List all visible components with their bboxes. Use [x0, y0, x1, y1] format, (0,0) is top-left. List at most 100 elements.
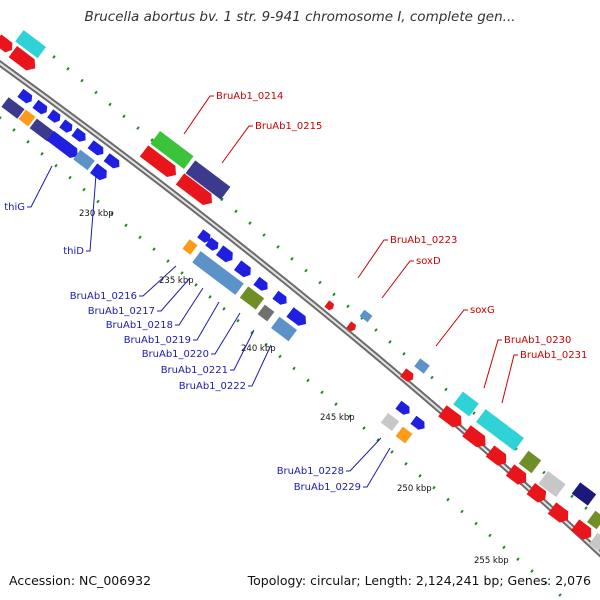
scale-tick-dot	[390, 450, 394, 454]
scale-tick-dot	[418, 474, 422, 478]
scale-tick-dot	[26, 140, 30, 144]
scale-tick-dot	[220, 197, 224, 202]
scale-tick-dot	[376, 438, 380, 442]
scale-tick-dot	[348, 414, 352, 418]
scale-tick-dot	[82, 187, 86, 192]
scale-tick-dot	[320, 390, 324, 395]
scale-tick-dot	[570, 494, 574, 499]
label-leader-lines	[27, 95, 518, 488]
scale-tick-dot	[542, 470, 546, 475]
scale-tick-dot	[12, 128, 16, 132]
accession-text: Accession: NC_006932	[9, 573, 152, 588]
scale-tick-dot	[94, 90, 98, 95]
scale-tick-dot	[404, 462, 408, 466]
scale-tick-dot	[194, 283, 198, 287]
gene-label-thiD: thiD	[63, 246, 84, 257]
gene-label-0230: BruAb1_0230	[504, 335, 571, 346]
scale-tick-dot	[374, 328, 378, 332]
scale-tick-dot	[474, 521, 478, 526]
chromosome-backbone-highlight	[0, 62, 600, 555]
scale-tick-dot	[66, 67, 70, 71]
scale-tick-dot	[68, 175, 72, 180]
scale-tick-dot	[166, 259, 170, 263]
scale-tick-dot	[402, 352, 406, 356]
scale-tick-dot	[136, 126, 140, 130]
scale-tick-dot	[54, 163, 58, 168]
scale-tick-dot	[208, 295, 212, 299]
gene-label-0223: BruAb1_0223	[390, 235, 457, 246]
scale-label-230: 230 kbp	[79, 209, 114, 219]
scale-tick-dot	[40, 152, 44, 156]
scale-tick-dot	[432, 485, 436, 490]
gene-label-0228: BruAb1_0228	[277, 466, 344, 477]
scale-tick-dot	[460, 509, 464, 514]
gene-label-0221: BruAb1_0221	[161, 365, 228, 376]
scale-tick-dot	[110, 211, 114, 216]
scale-label-245: 245 kbp	[320, 413, 355, 423]
scale-tick-dot	[530, 569, 534, 573]
scale-tick-dot	[332, 292, 336, 297]
scale-tick-dot	[488, 533, 492, 538]
map-title: Brucella abortus bv. 1 str. 9-941 chromo…	[84, 9, 516, 25]
scale-tick-dot	[264, 342, 268, 347]
gene-label-0217: BruAb1_0217	[88, 306, 155, 317]
scale-tick-dot	[584, 506, 588, 510]
scale-tick-dot	[152, 247, 156, 251]
scale-label-235: 235 kbp	[159, 276, 194, 286]
scale-tick-dot	[290, 257, 294, 261]
scale-tick-dot	[558, 593, 562, 597]
scale-label-240: 240 kbp	[241, 344, 276, 354]
scale-tick-dot	[446, 497, 450, 502]
scale-tick-dot	[388, 340, 392, 344]
scale-labels: 230 kbp 235 kbp 240 kbp 245 kbp 250 kbp …	[79, 209, 509, 566]
scale-tick-dot	[346, 304, 350, 309]
gene-labels[interactable]: BruAb1_0214 BruAb1_0215 BruAb1_0223 soxD…	[4, 91, 587, 493]
gene-label-soxG: soxG	[470, 305, 495, 316]
scale-tick-dot	[52, 55, 56, 59]
gene-label-0219: BruAb1_0219	[124, 335, 191, 346]
scale-tick-dot	[472, 411, 476, 415]
scale-tick-dot	[122, 114, 126, 119]
gene-label-thiG: thiG	[4, 202, 25, 213]
features-outer-track[interactable]	[139, 130, 600, 552]
gene-label-soxD: soxD	[416, 256, 441, 267]
scale-tick-dot	[138, 235, 142, 240]
scale-tick-dot	[306, 378, 310, 383]
scale-tick-dot	[334, 402, 338, 406]
scale-tick-dot	[124, 223, 128, 228]
gene-label-0214: BruAb1_0214	[216, 91, 283, 102]
scale-tick-dot	[234, 209, 238, 214]
gene-label-0231: BruAb1_0231	[520, 350, 587, 361]
scale-tick-dot	[444, 387, 448, 392]
gene-label-0222: BruAb1_0222	[179, 381, 246, 392]
scale-tick-dot	[96, 199, 100, 204]
feature-top-red-b	[8, 45, 36, 71]
scale-tick-dot	[222, 307, 226, 311]
scale-tick-dot	[150, 138, 154, 142]
genome-summary-text: Topology: circular; Length: 2,124,241 bp…	[247, 573, 591, 588]
features-inner-track[interactable]	[0, 30, 428, 444]
scale-tick-dot	[276, 245, 280, 249]
scale-tick-dot	[80, 78, 84, 83]
scale-tick-dot	[278, 354, 282, 359]
gene-label-0220: BruAb1_0220	[142, 349, 209, 360]
scale-tick-dot	[248, 221, 252, 225]
scale-label-255: 255 kbp	[474, 556, 509, 566]
scale-tick-dot	[304, 268, 308, 273]
scale-tick-dot	[502, 545, 506, 550]
gene-label-0218: BruAb1_0218	[106, 320, 173, 331]
scale-tick-dot	[430, 375, 434, 380]
scale-tick-dot	[516, 557, 520, 561]
scale-label-250: 250 kbp	[397, 484, 432, 494]
gene-label-0215: BruAb1_0215	[255, 121, 322, 132]
feature-top-red-a	[0, 34, 13, 53]
scale-tick-dot	[362, 426, 366, 430]
feature-top-cyan	[15, 30, 46, 59]
gene-label-0216: BruAb1_0216	[70, 291, 137, 302]
gene-label-0229: BruAb1_0229	[294, 482, 361, 493]
scale-tick-dot	[318, 280, 322, 285]
scale-tick-dot	[292, 366, 296, 371]
scale-tick-dot	[236, 318, 240, 323]
scale-tick-dot	[544, 581, 548, 585]
